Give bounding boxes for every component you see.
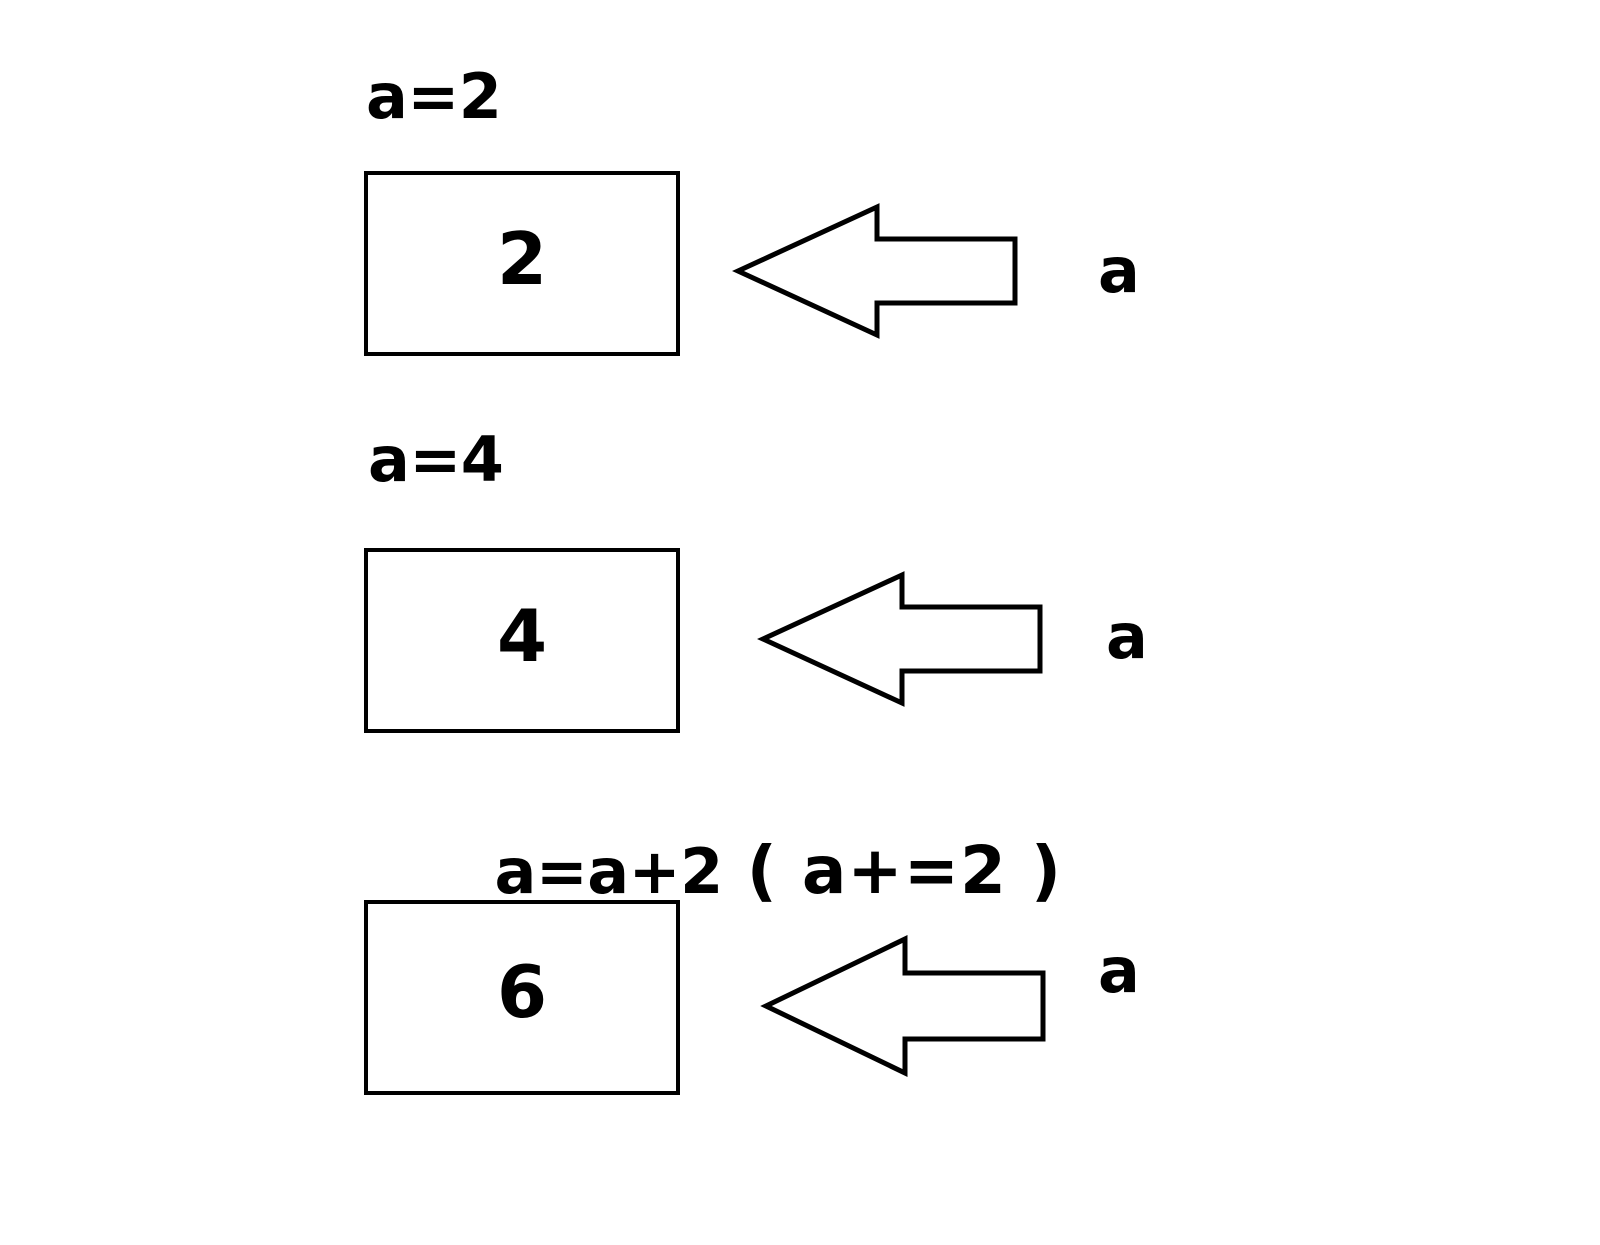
assignment-arrow-row-1 bbox=[730, 196, 1030, 346]
expression-label-row-3: a=a+2 ( a+=2 ) bbox=[368, 776, 1062, 966]
diagram-row-assign-4: a=4 4 a bbox=[0, 0, 1600, 733]
assignment-arrow-row-2 bbox=[755, 564, 1055, 714]
expression-primary-row-3: a=a+2 bbox=[494, 835, 724, 908]
variable-name-row-3: a bbox=[1098, 934, 1140, 1007]
variable-name-row-2: a bbox=[1106, 600, 1148, 673]
expression-label-row-1: a=2 bbox=[366, 60, 502, 133]
variable-value-row-2: 4 bbox=[496, 594, 548, 678]
variable-value-row-3: 6 bbox=[496, 950, 548, 1034]
assignment-arrow-row-3 bbox=[758, 928, 1058, 1083]
variable-value-row-1: 2 bbox=[496, 217, 548, 301]
diagram-row-assign-2: a=2 2 a bbox=[0, 0, 1600, 400]
expression-label-row-2: a=4 bbox=[368, 423, 504, 496]
variable-box-row-3: 6 bbox=[364, 900, 680, 1095]
variable-box-row-1: 2 bbox=[364, 171, 680, 356]
diagram-row-increment: a=a+2 ( a+=2 ) 6 a bbox=[0, 0, 1600, 1095]
variable-name-row-1: a bbox=[1098, 234, 1140, 307]
expression-alt-row-3: ( a+=2 ) bbox=[746, 832, 1063, 909]
variable-box-row-2: 4 bbox=[364, 548, 680, 733]
